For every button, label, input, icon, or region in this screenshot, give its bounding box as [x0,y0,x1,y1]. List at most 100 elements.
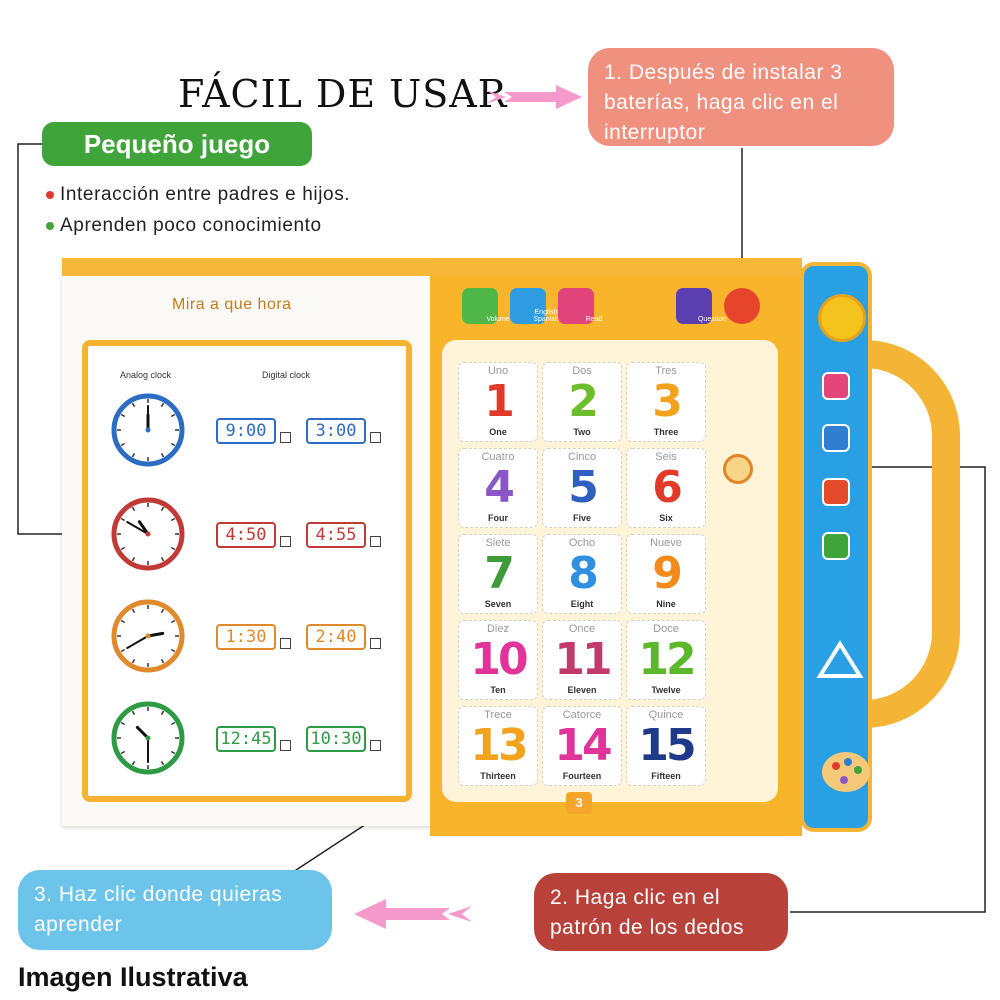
answer-checkbox[interactable] [370,638,381,649]
arrow-left-icon [354,899,472,929]
number-word-en: One [489,427,507,437]
answer-checkbox[interactable] [280,536,291,547]
digital-time-option: 1:30 [216,624,276,650]
number-digit: 9 [652,548,683,599]
digital-time-option: 4:55 [306,522,366,548]
digital-time-option: 10:30 [306,726,366,752]
callout-step-3: 3. Haz clic donde quieras aprender [18,870,332,950]
power-button[interactable] [724,288,760,324]
callout-step-2: 2. Haga clic en el patrón de los dedos [534,873,788,951]
answer-checkbox[interactable] [370,740,381,751]
answer-checkbox[interactable] [370,536,381,547]
number-digit: 1 [484,376,515,427]
number-word-es: Doce [653,623,679,635]
footer-caption: Imagen Ilustrativa [18,962,248,992]
number-word-en: Fifteen [651,771,681,781]
number-digit: 6 [652,462,683,513]
number-digit: 12 [638,634,696,685]
arrow-right-icon [486,85,582,109]
analog-clock-label: Analog clock [120,370,172,380]
speaker-icon [818,294,866,342]
number-word-en: Twelve [651,685,681,695]
analog-clock [111,497,185,571]
answer-checkbox[interactable] [280,740,291,751]
number-digit: 14 [554,720,612,771]
number-word-en: Six [659,513,673,523]
bullet-item: Aprenden poco conocimiento [46,215,322,237]
bullet-dot-icon [46,222,54,230]
sound-button-icon[interactable] [822,372,850,400]
digital-time-option: 9:00 [216,418,276,444]
control-button-label: Question [697,316,727,323]
number-word-es: Quince [648,709,684,721]
analog-clock [111,701,185,775]
number-word-es: Catorce [562,709,602,721]
finger-pattern-button[interactable] [723,454,753,484]
digital-time-option: 2:40 [306,624,366,650]
page-number: 3 [566,792,592,814]
paint-palette-icon [822,752,870,792]
book-handle [864,340,960,728]
analog-clock [111,393,185,467]
number-word-en: Two [573,427,591,437]
headline: FÁCIL DE USAR [178,72,508,116]
number-word-en: Fourteen [562,771,602,781]
number-word-en: Four [488,513,508,523]
number-word-es: Cuatro [481,451,515,463]
number-digit: 15 [638,720,696,771]
number-digit: 7 [484,548,515,599]
number-digit: 10 [470,634,528,685]
number-word-es: Trece [484,709,512,721]
sound-button-icon[interactable] [822,478,850,506]
bullet-text: Aprenden poco conocimiento [60,215,322,236]
number-word-en: Three [653,427,679,437]
number-digit: 4 [484,462,515,513]
control-button[interactable]: English Spanish [510,288,559,324]
control-button[interactable]: Volume [462,288,510,324]
control-button[interactable]: Read [558,288,602,324]
number-digit: 2 [568,376,599,427]
number-word-es: Diez [486,623,509,635]
callout-step-1: 1. Después de instalar 3 baterías, haga … [588,48,894,146]
control-button-label: English Spanish [533,309,559,323]
number-word-en: Thirteen [480,771,516,781]
digital-clock-label: Digital clock [262,370,311,380]
number-word-es: Cinco [567,451,597,463]
answer-checkbox[interactable] [280,638,291,649]
analog-clock [111,599,185,673]
bullet-item: Interacción entre padres e hijos. [46,184,350,206]
number-word-es: Tres [655,365,677,377]
digital-time-option: 3:00 [306,418,366,444]
number-word-en: Eight [570,599,594,609]
number-digit: 5 [568,462,599,513]
answer-checkbox[interactable] [280,432,291,443]
control-button-label: Read [585,316,603,323]
control-button[interactable]: Question [676,288,726,324]
number-word-en: Ten [490,685,506,695]
sound-button-icon[interactable] [822,532,850,560]
bullet-text: Interacción entre padres e hijos. [60,184,351,205]
number-word-es: Ocho [568,537,596,549]
number-word-es: Siete [485,537,511,549]
number-word-en: Five [572,513,591,523]
bullet-dot-icon [46,191,54,199]
sound-button-icon[interactable] [822,424,850,452]
number-digit: 8 [568,548,599,599]
answer-checkbox[interactable] [370,432,381,443]
number-word-es: Nueve [650,537,682,549]
